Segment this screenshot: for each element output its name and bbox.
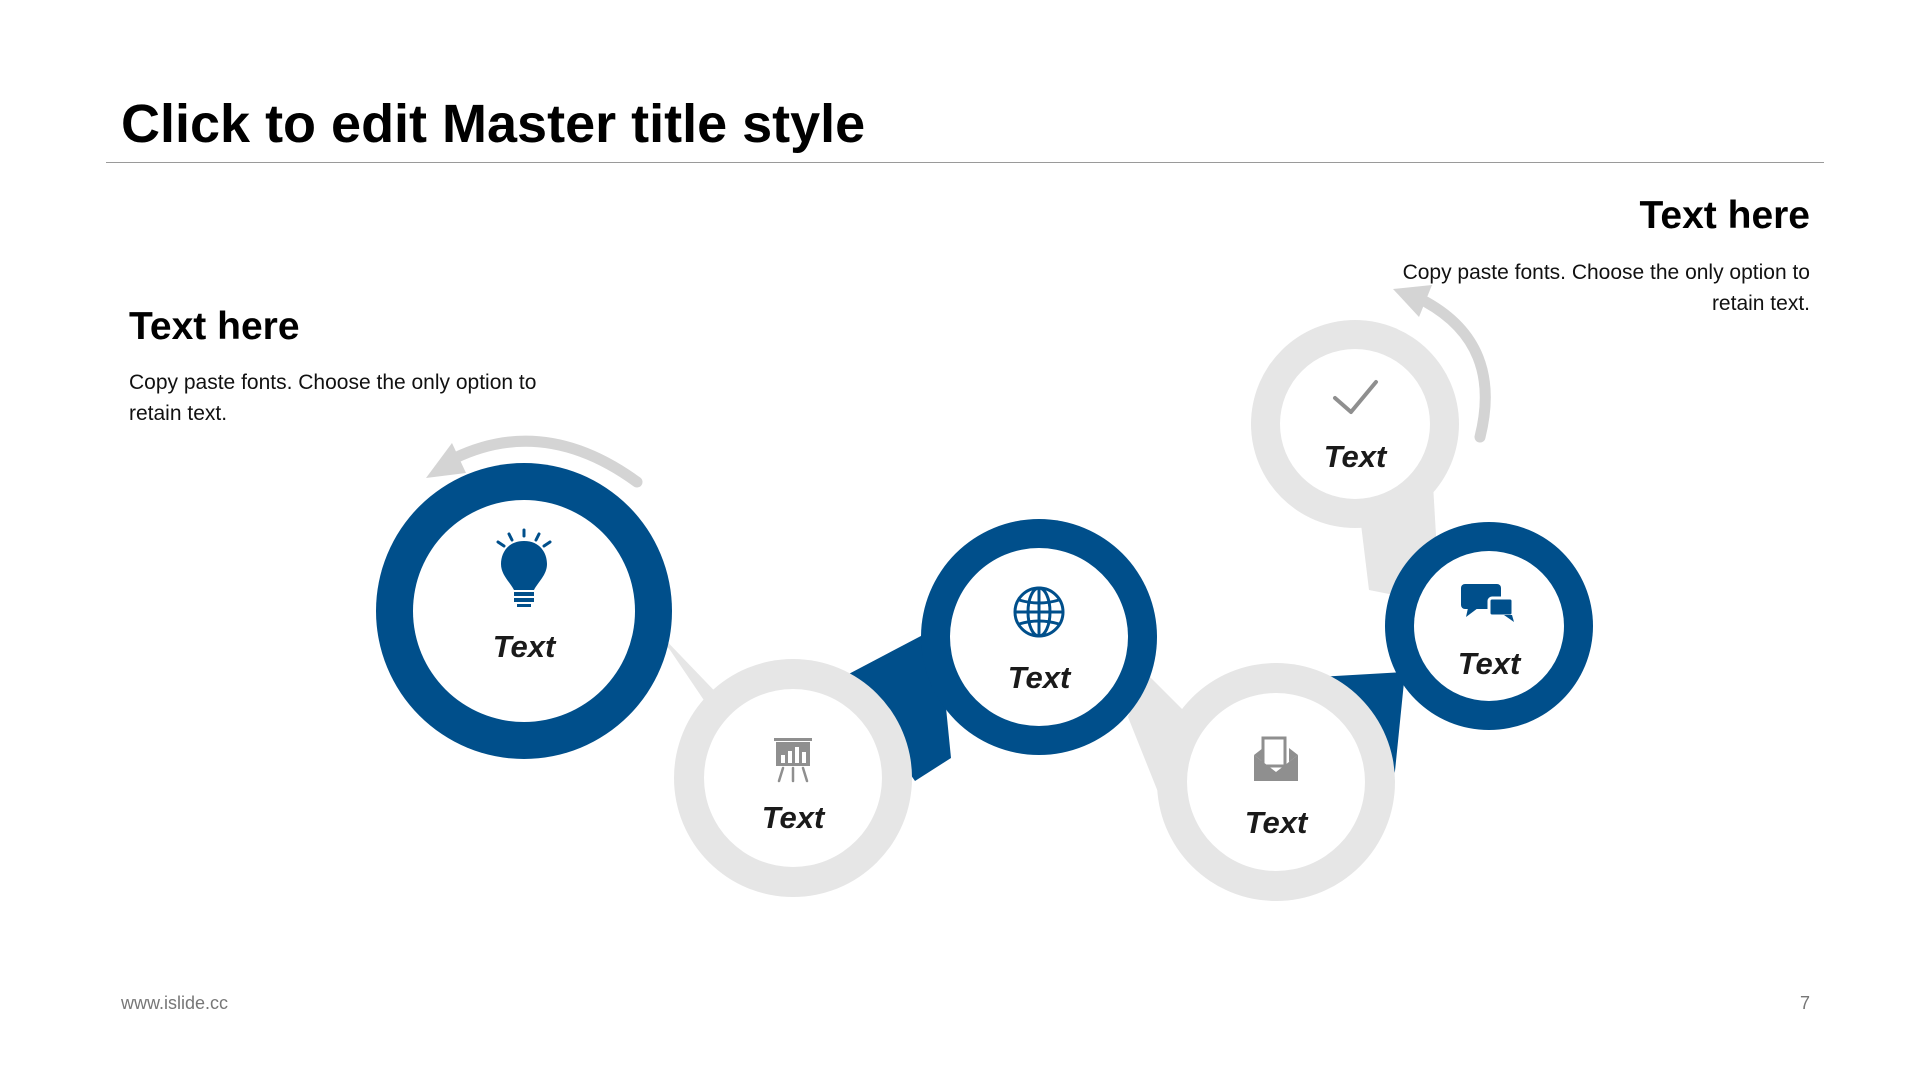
page-number: 7 [1799,993,1810,1013]
right-text-body[interactable]: Copy paste fonts. Choose the only option… [1402,261,1810,315]
step-3-label[interactable]: Text [1008,660,1072,695]
left-text-heading[interactable]: Text here [129,305,300,348]
step-5-label[interactable]: Text [1458,646,1522,681]
step-6-label[interactable]: Text [1324,439,1388,474]
step-disc [1280,349,1430,499]
step-disc [1414,551,1564,701]
step-2-label[interactable]: Text [762,800,826,835]
checkmark-icon [1333,380,1378,414]
connector [843,627,951,781]
curved-arrow-icon [1393,285,1491,443]
lightbulb-icon [496,528,552,607]
curved-arrow-icon [426,435,643,488]
envelope-document-icon [1254,736,1298,781]
footer-url: www.islide.cc [121,993,229,1013]
title-divider [106,162,1824,163]
presentation-chart-icon [774,738,812,783]
step-1-label[interactable]: Text [493,629,557,664]
right-text-heading[interactable]: Text here [1639,194,1810,237]
slide-title[interactable]: Click to edit Master title style [121,94,866,154]
step-disc [413,500,635,722]
left-text-body[interactable]: Copy paste fonts. Choose the only option… [129,371,537,425]
globe-icon [1013,586,1065,638]
chat-bubbles-icon [1461,584,1515,622]
step-4-label[interactable]: Text [1245,805,1309,840]
step-disc [1187,693,1365,871]
